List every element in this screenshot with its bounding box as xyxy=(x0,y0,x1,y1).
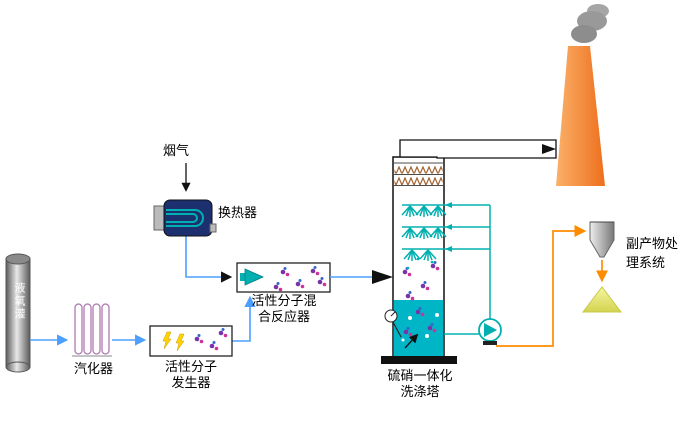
tank-label: 液氧灌 xyxy=(13,282,26,321)
liquid-oxygen-tank xyxy=(5,253,31,373)
chimney xyxy=(556,46,605,186)
reactor-label: 活性分子混 合反应器 xyxy=(251,294,317,325)
heat-exchanger-label: 换热器 xyxy=(218,206,258,221)
mixing-reactor xyxy=(236,262,393,293)
pump xyxy=(478,318,502,345)
byproduct-pile xyxy=(581,286,623,313)
byproduct-line xyxy=(496,225,587,347)
oxygen-line xyxy=(30,295,256,346)
smoke xyxy=(571,4,609,43)
vaporizer-label: 汽化器 xyxy=(74,362,114,377)
heat-exchanger xyxy=(153,199,217,237)
active-molecule-generator xyxy=(149,325,233,357)
tower-base xyxy=(381,356,457,364)
duct xyxy=(399,139,557,159)
vaporizer xyxy=(72,303,112,357)
byproduct-label: 副产物处 理系统 xyxy=(626,237,679,271)
level-gauge xyxy=(384,309,402,338)
scrubber-tower xyxy=(381,156,457,364)
circulation-lines xyxy=(401,202,491,335)
flue-gas-label: 烟气 xyxy=(163,144,190,159)
generator-label: 活性分子 发生器 xyxy=(164,360,217,391)
byproduct-hopper xyxy=(589,221,615,283)
tower-label: 硫硝一体化 洗涤塔 xyxy=(387,369,453,400)
flue-gas-line xyxy=(181,163,233,283)
